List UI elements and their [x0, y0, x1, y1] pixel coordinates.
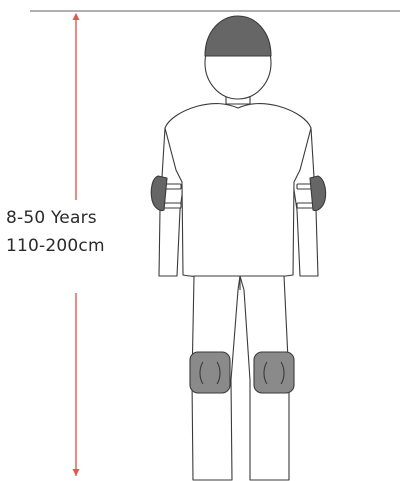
knee-pad-icon: [190, 352, 230, 393]
height-range-label: 110-200cm: [6, 238, 105, 255]
elbow-pad-icon: [151, 176, 167, 211]
knee-pad-icon: [254, 352, 294, 393]
helmet-icon: [205, 16, 271, 56]
elbow-pad-icon: [310, 176, 326, 211]
arrow-up-icon: [73, 13, 80, 20]
torso: [165, 104, 311, 278]
arrow-down-icon: [73, 469, 80, 476]
child-figure-icon: [151, 16, 325, 480]
age-range-label: 8-50 Years: [6, 210, 97, 227]
